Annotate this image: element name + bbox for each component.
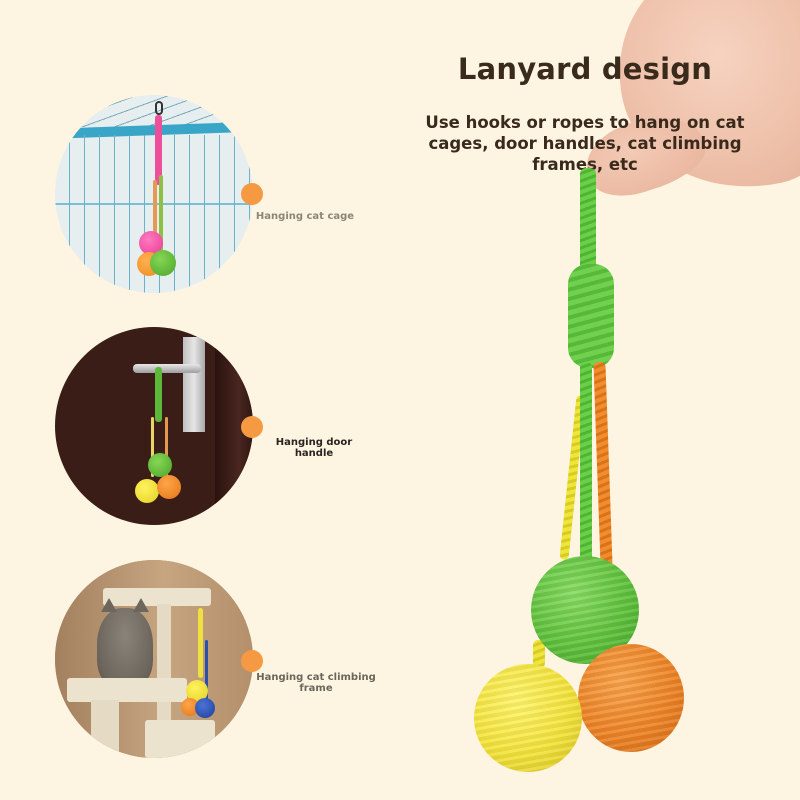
mini-rope-orange [165, 417, 168, 477]
mini-ball-yellow [186, 680, 208, 702]
sisal-ball-orange [578, 644, 684, 752]
mini-ball-orange [157, 475, 181, 499]
bullet-dot-cage [241, 183, 263, 205]
mini-rope-green [155, 367, 162, 422]
cage-roof-wires [75, 95, 253, 127]
lanyard-knot [568, 264, 614, 368]
scene-label-cage: Hanging cat cage [255, 211, 355, 222]
yellow-ball-loop [533, 640, 545, 668]
mini-ball-orange [181, 698, 199, 716]
scene-label-door: Hanging door handle [275, 437, 353, 459]
mini-ball-yellow [135, 479, 159, 503]
mini-rope-pink [155, 115, 162, 185]
lanyard-rope [580, 168, 596, 278]
page-title: Lanyard design [457, 52, 713, 86]
scene-image-door [55, 327, 253, 525]
cat-image [97, 608, 153, 688]
mini-rope-blue [205, 640, 208, 700]
hook-icon [155, 101, 163, 115]
cat-ear [101, 598, 117, 612]
bullet-dot-cat-tree [241, 650, 263, 672]
mini-rope-yellow [151, 417, 154, 477]
scene-image-cage [55, 95, 253, 293]
mini-ball-blue [195, 698, 215, 718]
green-strand [580, 362, 592, 572]
orange-strand [593, 361, 613, 568]
mini-rope-green [159, 175, 163, 255]
tree-base [145, 720, 215, 758]
mini-rope-yellow [198, 608, 203, 678]
tree-lower-post [91, 700, 119, 758]
scene-image-cat-tree [55, 560, 253, 758]
mini-rope-orange [153, 180, 157, 250]
door-handle [133, 364, 201, 373]
tree-top-platform [103, 588, 211, 606]
tree-middle-platform [67, 678, 187, 702]
page-subtitle: Use hooks or ropes to hang on cat cages,… [425, 113, 745, 174]
tree-post [157, 604, 171, 734]
cat-ear [133, 598, 149, 612]
sisal-ball-yellow [474, 664, 582, 772]
mini-ball-green [150, 250, 176, 276]
scene-label-cat-tree: Hanging cat climbing frame [256, 672, 376, 694]
mini-ball-green [148, 453, 172, 477]
door-lock-plate [183, 337, 205, 432]
bullet-dot-door [241, 416, 263, 438]
